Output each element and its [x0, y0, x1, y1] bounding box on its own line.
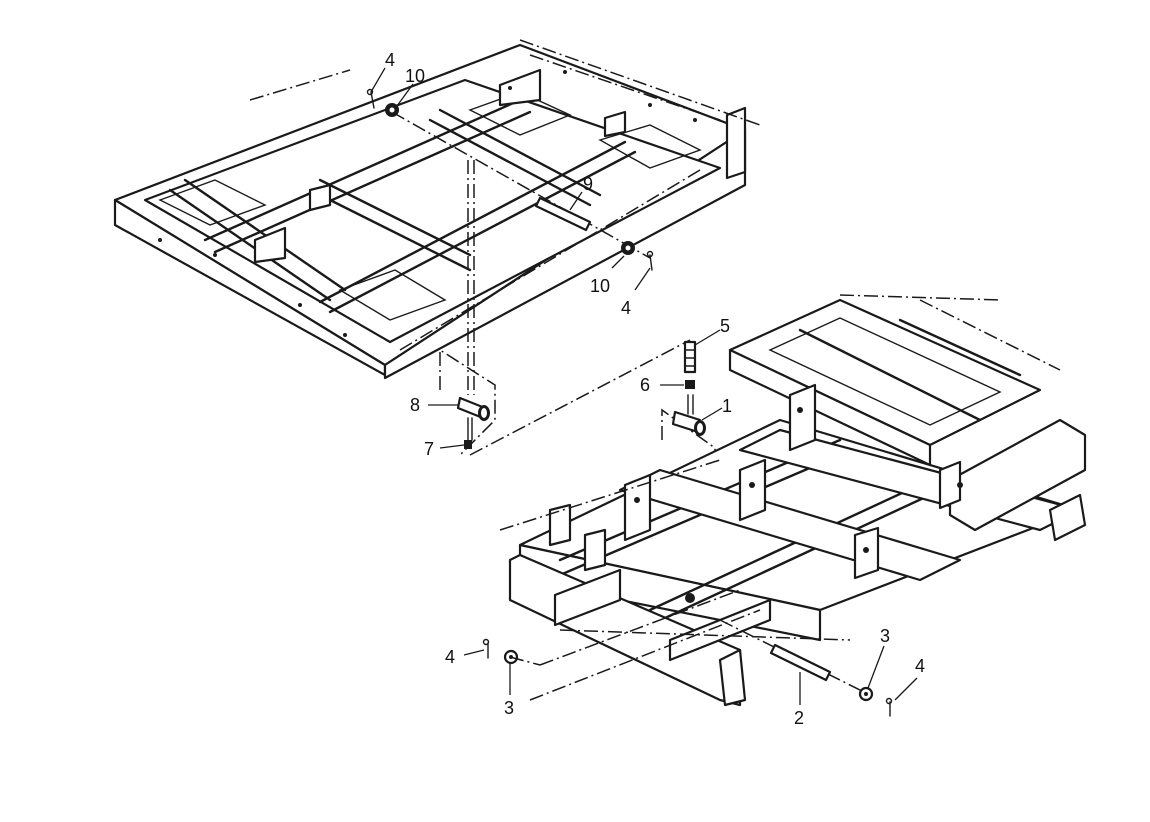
label-9: 9 — [583, 174, 593, 194]
label-1: 1 — [722, 396, 732, 416]
label-3-right: 3 — [880, 626, 890, 646]
label-2: 2 — [794, 708, 804, 728]
nut-6 — [685, 380, 695, 389]
washer-3-right — [858, 686, 874, 702]
label-10-upper: 10 — [405, 66, 425, 86]
washer-3-left — [503, 649, 519, 665]
label-6: 6 — [640, 375, 650, 395]
pivot-pin-2 — [769, 643, 832, 682]
label-4-upper-right: 4 — [621, 298, 631, 318]
part-labels: 4 10 9 10 4 5 6 1 8 7 4 3 2 3 4 — [385, 50, 925, 728]
label-4-lower-right: 4 — [915, 656, 925, 676]
upper-cargo-frame — [113, 39, 761, 380]
label-8: 8 — [410, 395, 420, 415]
lower-chassis — [499, 294, 1087, 707]
label-7: 7 — [424, 439, 434, 459]
upper-pivot-assembly — [366, 88, 654, 271]
label-4-lower-left: 4 — [445, 647, 455, 667]
label-5: 5 — [720, 316, 730, 336]
label-3-left: 3 — [504, 698, 514, 718]
cotter-pin-4-right — [649, 254, 653, 271]
lower-pivot-assembly — [482, 589, 893, 717]
label-10-right: 10 — [590, 276, 610, 296]
cylinder-assembly-8 — [439, 339, 691, 456]
pivot-pin-9 — [534, 196, 592, 232]
nut-7 — [464, 440, 472, 449]
rod-5 — [683, 340, 697, 374]
leader-lines — [370, 67, 918, 705]
label-4-upper-left: 4 — [385, 50, 395, 70]
